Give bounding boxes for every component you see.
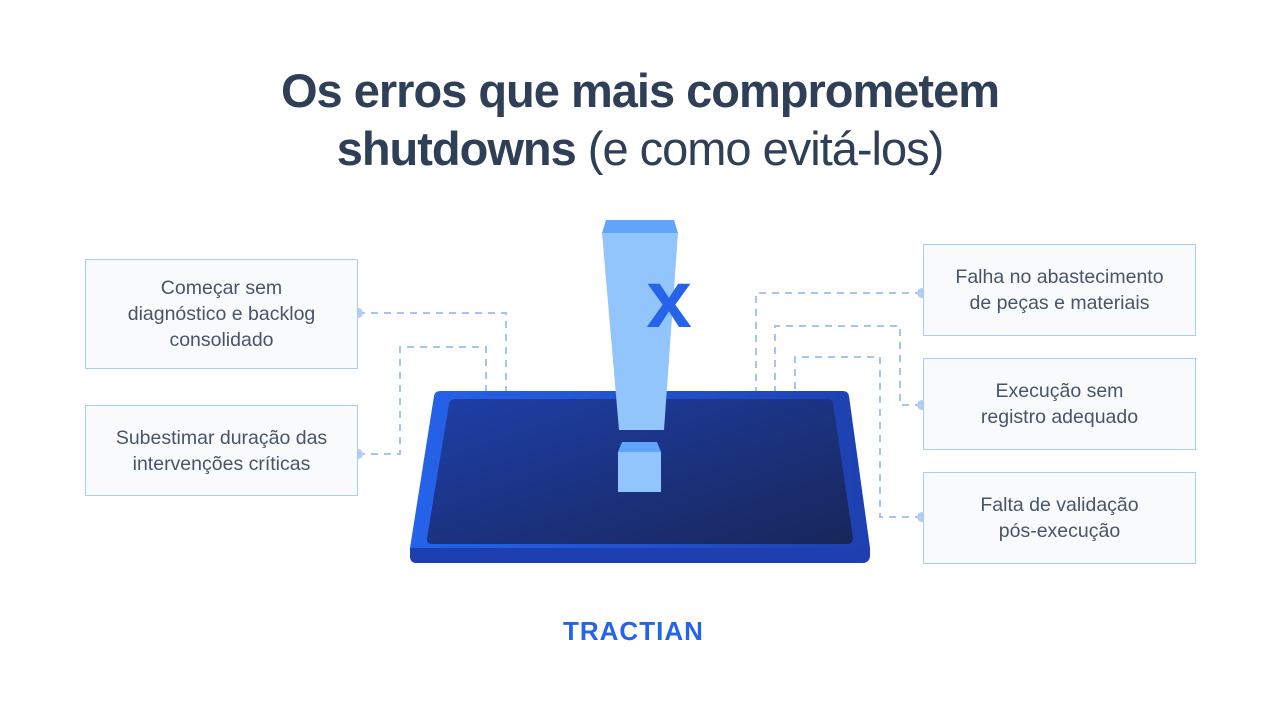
exclamation-mark-icon	[602, 220, 678, 492]
title-line-1: Os erros que mais comprometem	[280, 64, 1000, 117]
title-emphasis: shutdowns	[336, 122, 577, 175]
card-text: Subestimar duração das	[115, 426, 328, 449]
card-text: Execução sem	[995, 380, 1124, 402]
tractian-logo: TRACTIAN	[563, 616, 704, 646]
connector-lines-left	[358, 312, 507, 455]
title-line-2: shutdowns (e como evitá-los)	[0, 120, 1280, 178]
card-text: Falta de validação	[980, 494, 1139, 516]
card-text: Começar sem	[160, 277, 283, 299]
card-text: de peças e materiais	[969, 292, 1150, 314]
error-card-left-1: Começar sem diagnóstico e backlog consol…	[85, 259, 358, 369]
x-mark-icon: x	[646, 254, 692, 345]
card-text: intervenções críticas	[132, 452, 311, 475]
card-text: consolidado	[169, 329, 274, 351]
page-title: Os erros que mais comprometem shutdowns …	[0, 62, 1280, 178]
card-text: Falha no abastecimento	[955, 266, 1164, 288]
error-card-left-2: Subestimar duração das intervenções crít…	[85, 405, 358, 496]
error-card-right-1: Falha no abastecimento de peças e materi…	[923, 244, 1196, 336]
card-text: diagnóstico e backlog	[127, 303, 316, 325]
title-subtitle: (e como evitá-los)	[575, 122, 945, 175]
connector-lines-right	[755, 292, 922, 518]
error-card-right-2: Execução sem registro adequado	[923, 358, 1196, 450]
card-text: registro adequado	[980, 406, 1139, 428]
error-card-right-3: Falta de validação pós-execução	[923, 472, 1196, 564]
card-text: pós-execução	[998, 520, 1121, 542]
